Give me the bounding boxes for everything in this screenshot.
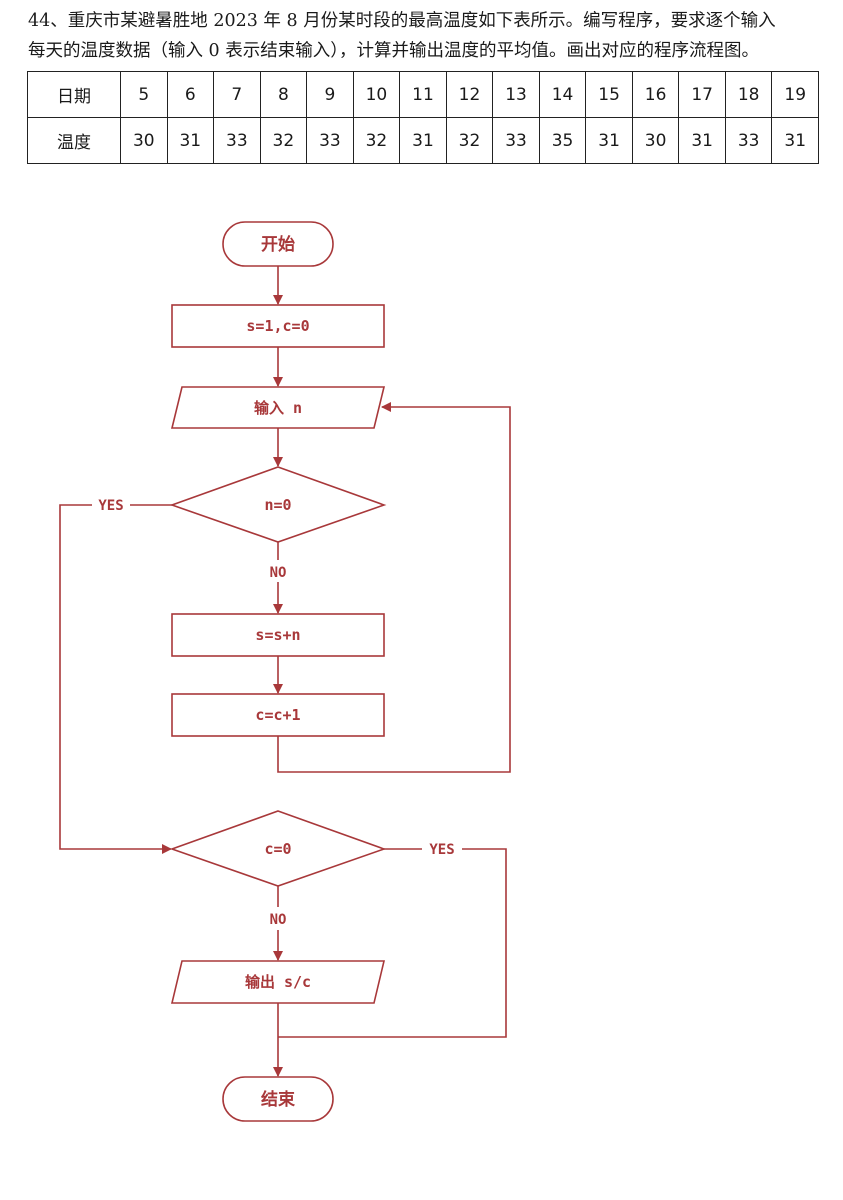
date-cell: 12 [445,71,494,118]
init-label: s=1,c=0 [246,317,309,335]
end-terminal [222,1076,334,1122]
output-label: 输出 s/c [245,973,311,991]
temperature-cell: 32 [259,117,308,164]
date-cell: 15 [585,71,633,118]
temperature-row: 温度 30 31 33 32 33 32 31 32 33 35 31 30 3… [27,117,819,164]
output-parallelogram [170,960,386,1004]
question-line-2: 每天的温度数据（输入 0 表示结束输入），计算并输出温度的平均值。画出对应的程序… [28,41,760,61]
question-text: 44、重庆市某避暑胜地 2023 年 8 月份某时段的最高温度如下表所示。编写程… [28,6,828,66]
count-label: c=c+1 [255,706,300,724]
temperature-cell: 31 [678,117,726,164]
cond1-yes-label: YES [98,498,123,514]
loop-back-arrow [277,402,511,773]
date-cell: 18 [724,71,773,118]
end-label: 结束 [261,1089,295,1110]
cond2-no-label: NO [270,912,287,928]
temperature-cell: 33 [724,117,773,164]
temperature-cell: 31 [585,117,633,164]
temperature-row-label: 温度 [27,117,121,164]
date-cell: 14 [538,71,587,118]
cond1-label: n=0 [264,496,291,514]
temperature-cell: 32 [445,117,494,164]
date-cell: 16 [631,71,680,118]
date-cell: 17 [678,71,726,118]
date-row: 日期 5 6 7 8 9 10 11 12 13 14 15 16 17 18 … [27,71,819,118]
input-parallelogram [170,386,386,429]
date-cell: 13 [492,71,540,118]
date-cell: 7 [213,71,261,118]
cond2-yes-label: YES [429,842,454,858]
input-label: 输入 n [254,399,302,417]
sum-label: s=s+n [255,626,300,644]
arrow-yes-to-cond2 [59,504,172,854]
temperature-cell: 31 [399,117,447,164]
date-cell: 8 [259,71,308,118]
cond1-no-label: NO [270,565,287,581]
date-row-label: 日期 [27,71,121,118]
question-line-1: 44、重庆市某避暑胜地 2023 年 8 月份某时段的最高温度如下表所示。编写程… [28,11,776,31]
temperature-cell: 33 [213,117,261,164]
temperature-cell: 31 [771,117,819,164]
temperature-table: 日期 5 6 7 8 9 10 11 12 13 14 15 16 17 18 … [27,71,819,164]
start-label: 开始 [261,234,295,255]
temperature-cell: 30 [120,117,168,164]
cond2-label: c=0 [264,840,291,858]
temperature-cell: 31 [166,117,215,164]
yes-bypass-line [278,848,507,1038]
